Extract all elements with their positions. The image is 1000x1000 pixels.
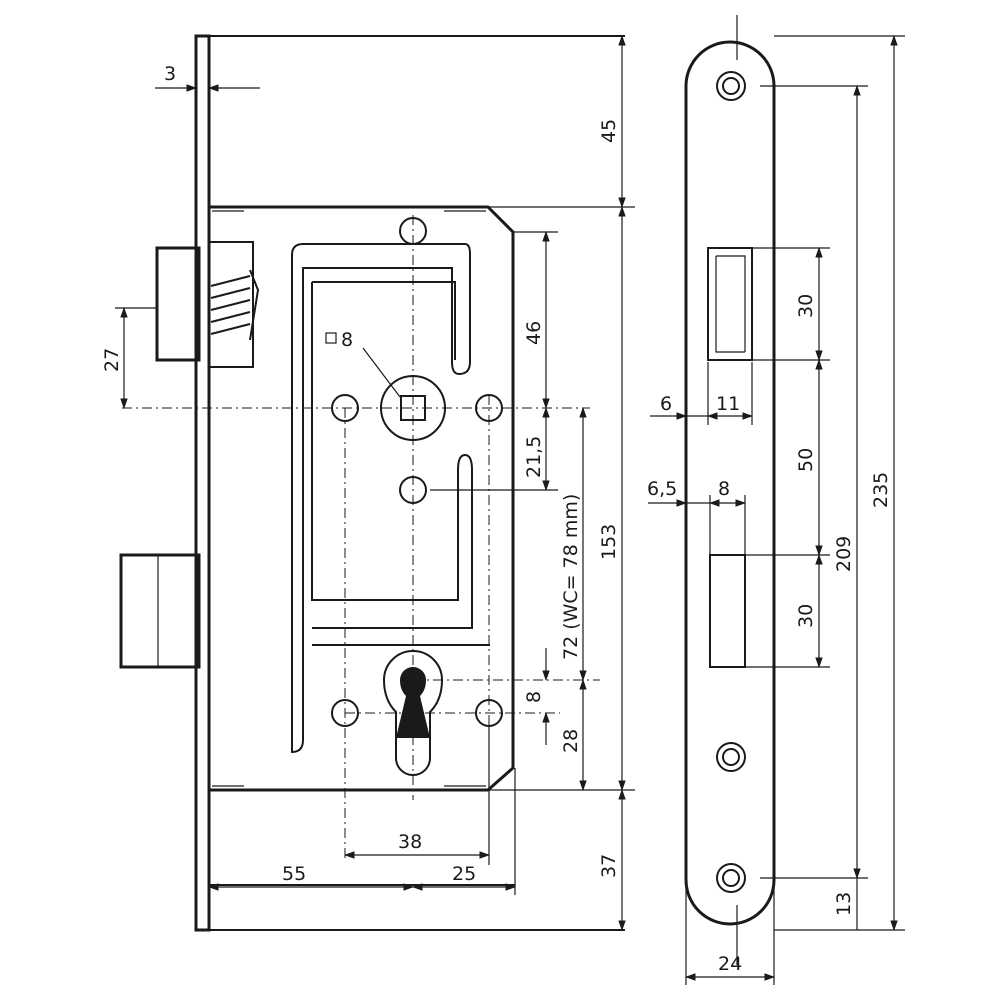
dim-end-hole-offset: 13 — [833, 892, 855, 916]
dim-plate-width: 24 — [718, 953, 742, 975]
dim-latch-offset: 6 — [660, 393, 672, 415]
screw-hole-middle-icon — [716, 742, 746, 772]
dim-bolt-opening: 30 — [795, 604, 817, 628]
latch-bolt — [155, 241, 260, 368]
dim-hole-spacing: 209 — [833, 536, 855, 572]
inner-plate-outline — [291, 243, 471, 754]
lock-body-view — [119, 34, 625, 932]
fixing-hole-left — [331, 394, 359, 422]
dim-backset: 55 — [282, 863, 306, 885]
dim-cylinder-to-back: 25 — [452, 863, 476, 885]
dim-total-length: 235 — [870, 472, 892, 508]
dim-bottom-offset: 37 — [598, 854, 620, 878]
dim-latch-opening: 30 — [795, 294, 817, 318]
dim-gap: 50 — [795, 448, 817, 472]
lock-body-dimensions: 3 45 153 37 27 8 46 21,5 72 (WC= 78 mm) … — [101, 34, 635, 932]
fixing-hole-middle — [399, 476, 427, 504]
cylinder-keyhole-icon — [382, 650, 444, 776]
follower-square-icon — [362, 347, 446, 441]
bolt-opening — [709, 554, 746, 668]
dim-follower-to-mid-hole: 21,5 — [523, 436, 545, 478]
dim-forend-thickness: 3 — [164, 63, 176, 85]
forend-edge — [194, 34, 211, 932]
dim-fixing-holes-spacing: 38 — [398, 831, 422, 853]
dim-follower-to-top: 46 — [523, 321, 545, 345]
screw-hole-bottom-icon — [716, 863, 746, 893]
fixing-hole-bottom-left — [331, 699, 359, 727]
lock-case — [209, 205, 515, 792]
dim-bolt-width: 8 — [718, 478, 730, 500]
dim-bolt-offset: 6,5 — [647, 478, 677, 500]
dim-follower-square: 8 — [341, 329, 353, 351]
dim-keyhole-offset: 8 — [523, 691, 545, 703]
fixing-hole-right — [475, 394, 503, 422]
fixing-hole-top — [399, 217, 427, 245]
dim-backset-centers: 72 (WC= 78 mm) — [560, 494, 582, 660]
latch-opening — [707, 247, 753, 361]
dead-bolt — [119, 553, 201, 669]
dim-top-offset: 45 — [598, 119, 620, 143]
dim-keyhole-to-bottom: 28 — [560, 729, 582, 753]
forend-plate-dimensions: 30 50 30 209 235 13 6 11 — [647, 34, 905, 985]
screw-hole-top-icon — [716, 71, 746, 101]
dim-latch-width: 11 — [716, 393, 740, 415]
dim-latch-height: 27 — [101, 348, 123, 372]
dim-case-height: 153 — [598, 524, 620, 560]
